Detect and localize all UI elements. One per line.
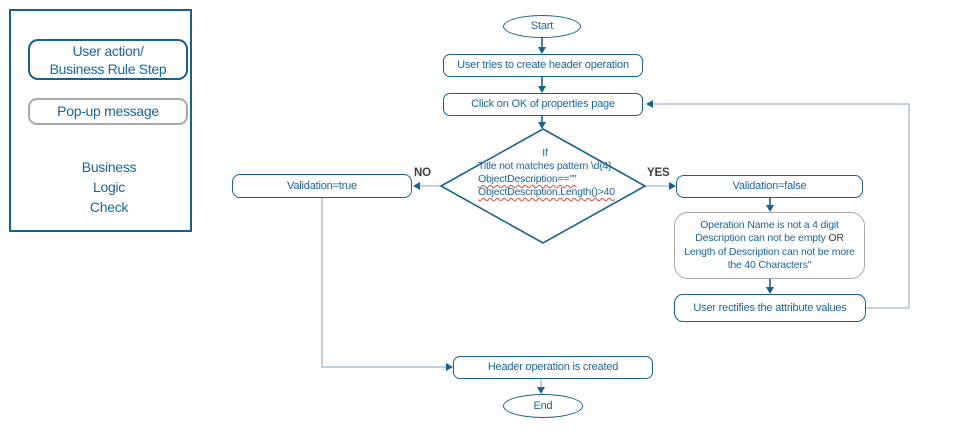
- legend-popup-label: Pop-up message: [57, 102, 159, 119]
- legend-action-line-2: Business Rule Step: [49, 60, 167, 77]
- node-validation-false: Validation=false: [676, 175, 863, 198]
- popup-line-1: Operation Name is not a 4 digit: [700, 218, 839, 231]
- decision-condition-text: If Title not matches pattern \d{4} Objec…: [478, 147, 615, 199]
- legend-action-line-1: User action/: [72, 42, 144, 59]
- popup-or-text: OR: [828, 232, 844, 244]
- branch-connectors: [321, 103, 910, 388]
- label-no: NO: [414, 167, 431, 179]
- legend-panel: User action/ Business Rule Step Pop-up m…: [9, 9, 192, 232]
- decision-line-if: If: [542, 147, 548, 159]
- legend-logic-check-label: Business Logic Check: [81, 159, 137, 215]
- legend-popup-message: Pop-up message: [28, 98, 188, 125]
- node-click-ok-properties: Click on OK of properties page: [443, 93, 643, 116]
- popup-line-4: the 40 Characters": [727, 259, 812, 271]
- node-header-operation-created: Header operation is created: [453, 356, 653, 379]
- decision-line-description-length: ObjectDescription.Length()>40: [478, 186, 615, 198]
- end-node: End: [503, 394, 583, 418]
- start-node: Start: [503, 15, 581, 38]
- label-yes: YES: [647, 167, 670, 179]
- decision-line-description-empty: ObjectDescription=="": [478, 173, 577, 185]
- popup-line-3: Length of Description can not be more: [684, 245, 855, 258]
- node-create-header-operation: User tries to create header operation: [443, 54, 643, 77]
- legend-user-action-step: User action/ Business Rule Step: [28, 39, 188, 80]
- popup-line-2: Description can not be empty OR: [695, 232, 844, 244]
- node-validation-true: Validation=true: [232, 174, 412, 198]
- flow-arrows: [538, 38, 774, 294]
- decision-diamond-shape: [439, 128, 647, 244]
- decision-line-pattern: Title not matches pattern \d{4}: [478, 160, 612, 172]
- node-popup-message: Operation Name is not a 4 digit Descript…: [674, 212, 865, 279]
- node-user-rectifies: User rectifies the attribute values: [674, 294, 866, 322]
- branch-arrowheads: [413, 100, 676, 394]
